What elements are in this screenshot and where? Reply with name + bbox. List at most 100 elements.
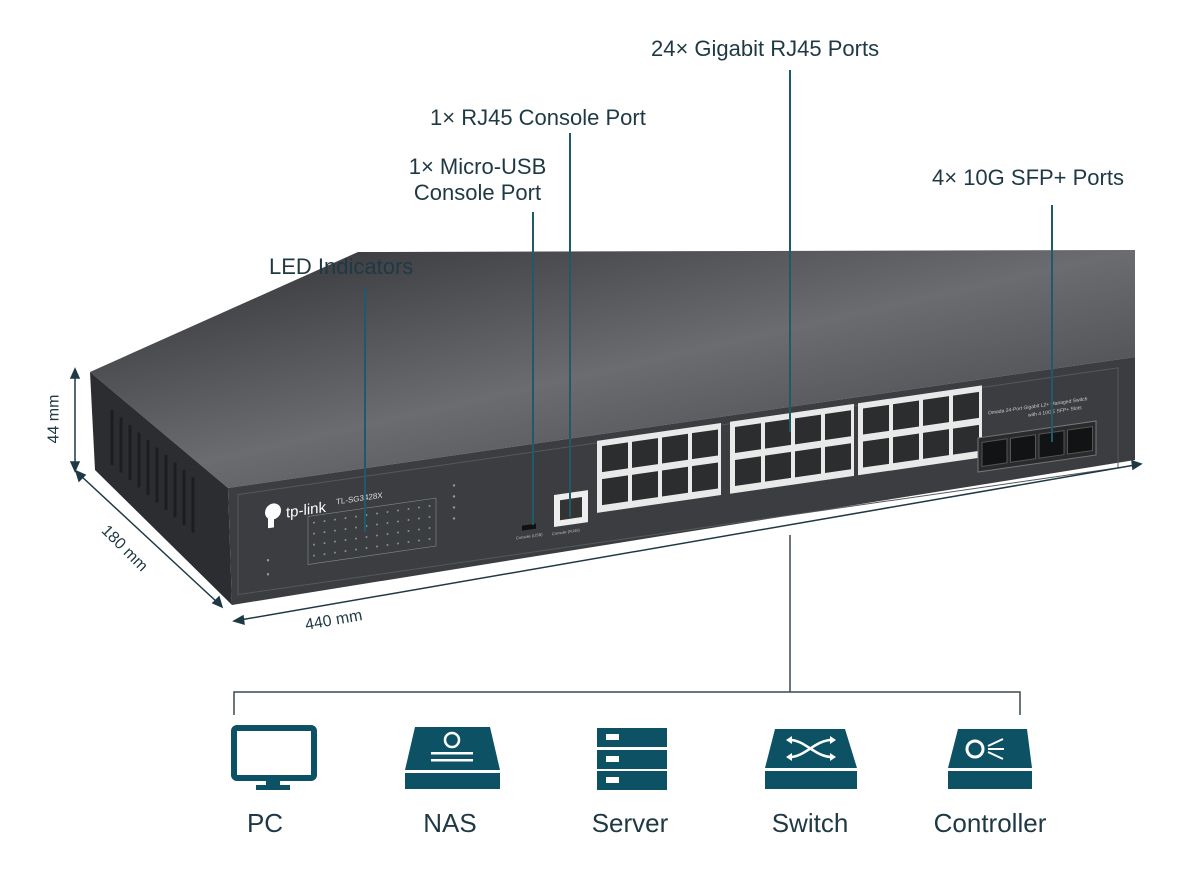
led (323, 531, 326, 534)
led (313, 554, 315, 557)
switch-icon (765, 729, 857, 789)
rj45-port[interactable] (602, 475, 628, 506)
callout-lines (364, 70, 1053, 532)
led (418, 506, 420, 509)
rj45-port[interactable] (863, 404, 889, 435)
led (334, 518, 336, 521)
rj45-port[interactable] (765, 418, 791, 449)
led (397, 509, 399, 512)
led (397, 520, 399, 523)
rj45-port[interactable] (692, 429, 718, 460)
led (323, 553, 326, 556)
rj45-port[interactable] (953, 424, 979, 455)
led (376, 523, 378, 526)
led (313, 521, 315, 524)
svg-text:tp-link: tp-link (286, 499, 326, 522)
rj45-port[interactable] (765, 451, 791, 482)
led (386, 533, 389, 536)
dimension-lines (69, 367, 1143, 626)
led (334, 540, 336, 543)
console-rj45-label: Console (RJ45) (552, 527, 580, 536)
sfp-port-group (977, 420, 1097, 473)
led (407, 529, 410, 533)
led (452, 484, 456, 487)
led (428, 504, 431, 507)
sys-led (266, 573, 270, 576)
rj45-port[interactable] (602, 442, 628, 473)
rj45-port[interactable] (825, 443, 851, 474)
led (355, 548, 357, 551)
sfp-port[interactable] (1067, 425, 1093, 455)
led (397, 531, 399, 534)
led (418, 517, 420, 520)
led (344, 550, 347, 553)
rj45-port[interactable] (893, 400, 919, 431)
device-label-nas: NAS (423, 808, 477, 838)
side-vents (110, 410, 195, 533)
device-label-pc: PC (246, 808, 284, 838)
switch-top-face (90, 250, 1135, 488)
device-label-server: Server (591, 808, 669, 838)
led (313, 532, 315, 535)
callout-micro-usb-line1: 1× Micro-USB (408, 154, 547, 179)
nas-icon (405, 727, 500, 789)
rj45-port[interactable] (662, 433, 688, 464)
rj45-port-group (730, 403, 854, 494)
controller-icon (948, 729, 1032, 789)
rj45-port[interactable] (735, 423, 761, 453)
rj45-port[interactable] (923, 429, 949, 459)
rj45-port[interactable] (795, 447, 821, 478)
rj45-port[interactable] (632, 471, 658, 501)
monitor-icon (231, 725, 317, 790)
led-panel (266, 484, 456, 576)
rj45-port-group (858, 385, 982, 476)
led (428, 537, 431, 540)
server-icon (597, 728, 667, 790)
led (355, 537, 357, 540)
rj45-port[interactable] (953, 391, 979, 422)
led (334, 529, 336, 532)
led (386, 522, 389, 525)
led (344, 539, 347, 542)
device-label-controller: Controller (933, 808, 1047, 838)
led (407, 507, 410, 511)
led (452, 495, 456, 498)
led (344, 528, 347, 531)
led (376, 512, 378, 515)
sfp-port[interactable] (1010, 434, 1036, 463)
rj45-port[interactable] (662, 466, 688, 497)
led (365, 547, 368, 550)
led (344, 517, 347, 520)
led (418, 528, 420, 531)
device-label-switch: Switch (771, 808, 849, 838)
led (386, 511, 389, 514)
rj45-port[interactable] (795, 414, 821, 445)
rj45-port[interactable] (632, 438, 658, 468)
led (334, 551, 336, 554)
led (397, 542, 399, 545)
led (376, 545, 378, 548)
tp-link-logo: tp-link (265, 499, 326, 529)
power-led (266, 559, 270, 562)
led (323, 520, 326, 523)
led (452, 517, 456, 520)
rj45-port[interactable] (735, 456, 761, 486)
callout-micro-usb: 1× Micro-USB Console Port (400, 154, 555, 206)
rj45-port[interactable] (893, 433, 919, 464)
callout-rj45-console: 1× RJ45 Console Port (430, 105, 646, 130)
micro-usb-port[interactable] (522, 523, 536, 531)
rj45-port[interactable] (825, 410, 851, 441)
led (452, 506, 456, 509)
dimension-height: 44 mm (45, 394, 63, 444)
led (407, 518, 410, 522)
rj45-port[interactable] (863, 437, 889, 468)
rj45-port[interactable] (923, 396, 949, 426)
console-usb-label: Console (USB) (516, 532, 543, 541)
rj45-port[interactable] (692, 462, 718, 493)
led (428, 526, 431, 529)
led (428, 515, 431, 518)
led (323, 542, 326, 545)
callout-gigabit-ports: 24× Gigabit RJ45 Ports (651, 36, 880, 61)
connection-bracket (233, 535, 1021, 715)
sfp-port[interactable] (981, 438, 1008, 467)
